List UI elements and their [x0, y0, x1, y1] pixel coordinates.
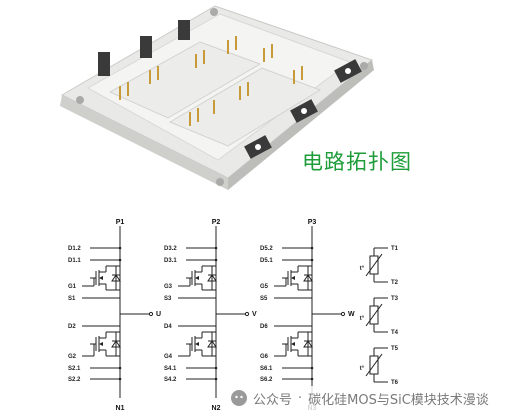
terminal-t5: T5 — [391, 346, 399, 352]
body-arrow — [195, 342, 199, 346]
output-terminal — [340, 311, 346, 317]
diode-triangle — [207, 274, 217, 282]
terminal-t2: T2 — [391, 280, 399, 286]
pin-label: D1.2 — [68, 246, 81, 252]
pin-label: S2.2 — [68, 377, 81, 383]
pin-label: D1.1 — [68, 258, 81, 264]
terminal-n2: N2 — [212, 405, 221, 412]
watermark: 公众号 · 碳化硅MOS与SiC模块技术漫谈 — [230, 386, 510, 410]
diode-triangle — [207, 340, 217, 348]
terminal-p1: P1 — [116, 219, 125, 226]
body-arrow — [99, 276, 103, 280]
pin-label: D3.1 — [164, 258, 177, 264]
junction — [310, 258, 314, 262]
pin-label: D5.1 — [260, 258, 273, 264]
pin-label: G4 — [164, 354, 173, 360]
ntc-symbol-mark: t° — [360, 366, 365, 372]
terminal-p2: P2 — [212, 219, 221, 226]
terminal-p3: P3 — [308, 219, 317, 226]
junction — [118, 366, 122, 370]
ntc-slash — [365, 303, 383, 327]
junction — [214, 246, 218, 250]
diagram-title: 电路拓扑图 — [302, 150, 412, 174]
junction — [310, 366, 314, 370]
pin-label: S4.2 — [164, 377, 177, 383]
body-arrow — [291, 342, 295, 346]
junction — [118, 377, 122, 381]
terminal-t6: T6 — [391, 380, 399, 386]
terminal-n1: N1 — [116, 405, 125, 412]
pin-label: S1 — [68, 296, 76, 302]
junction — [118, 258, 122, 262]
pin-label: G1 — [68, 284, 77, 290]
diode-triangle — [303, 340, 313, 348]
ntc-symbol-mark: t° — [360, 266, 365, 272]
pin-label: G2 — [68, 354, 77, 360]
junction — [214, 366, 218, 370]
terminal-t4: T4 — [391, 330, 399, 336]
junction — [310, 377, 314, 381]
pin-label: S4.1 — [164, 366, 177, 372]
ntc-symbol-mark: t° — [360, 316, 365, 322]
pin-label: G6 — [260, 354, 269, 360]
terminal-t3: T3 — [391, 296, 399, 302]
pin-label: D5.2 — [260, 246, 273, 252]
junction — [214, 377, 218, 381]
junction — [214, 258, 218, 262]
pin-label: D4 — [164, 324, 172, 330]
watermark-prefix: 公众号 — [253, 392, 293, 408]
pin-label: G3 — [164, 284, 173, 290]
diode-triangle — [303, 274, 313, 282]
junction — [118, 246, 122, 250]
watermark-separator: · — [298, 390, 303, 406]
phase-output-v: V — [252, 311, 257, 318]
diode-triangle — [111, 274, 121, 282]
pin-label: G5 — [260, 284, 269, 290]
output-terminal — [148, 311, 154, 317]
pin-label: S6.1 — [260, 366, 273, 372]
pin-label: D3.2 — [164, 246, 177, 252]
watermark-name: 碳化硅MOS与SiC模块技术漫谈 — [308, 392, 489, 408]
diode-triangle — [111, 340, 121, 348]
output-terminal — [244, 311, 250, 317]
body-arrow — [195, 276, 199, 280]
body-arrow — [291, 276, 295, 280]
pin-label: D6 — [260, 324, 268, 330]
terminal-t1: T1 — [391, 246, 399, 252]
body-arrow — [99, 342, 103, 346]
ntc-slash — [365, 353, 383, 377]
wechat-icon — [231, 390, 247, 406]
junction — [310, 246, 314, 250]
pin-label: S6.2 — [260, 377, 273, 383]
pin-label: S2.1 — [68, 366, 81, 372]
power-module-photo — [60, 5, 374, 190]
phase-output-u: U — [156, 311, 161, 318]
pin-label: S5 — [260, 296, 268, 302]
ntc-slash — [365, 253, 383, 277]
phase-output-w: W — [348, 311, 355, 318]
pin-label: D2 — [68, 324, 76, 330]
pin-label: S3 — [164, 296, 172, 302]
